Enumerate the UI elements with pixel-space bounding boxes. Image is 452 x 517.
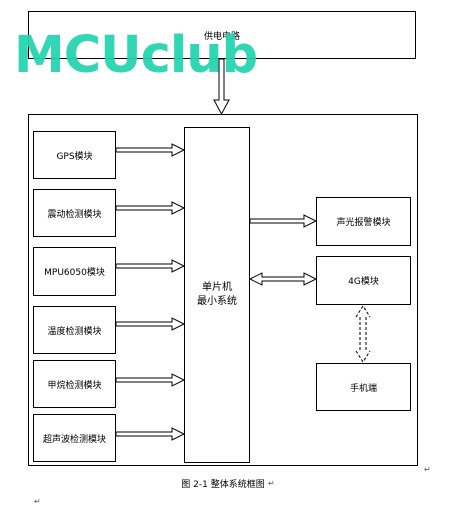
paragraph-mark: ↵ [34, 497, 41, 506]
mcuclub-watermark: MCUclub [14, 26, 258, 85]
mpu6050-module-label: MPU6050模块 [44, 268, 105, 278]
mpu6050-arrow [115, 259, 186, 273]
4g-module-label: 4G模块 [348, 277, 379, 287]
paragraph-mark: ↵ [268, 479, 275, 488]
alarm-module-box: 声光报警模块 [316, 197, 411, 246]
alarm-module-label: 声光报警模块 [336, 218, 391, 228]
methane-arrow [115, 373, 186, 387]
ultrasonic-module-label: 超声波检测模块 [42, 434, 106, 445]
temperature-module-label: 温度检测模块 [47, 326, 102, 337]
4g-module-box: 4G模块 [316, 256, 411, 305]
paragraph-mark: ↵ [424, 465, 431, 474]
power-supply-label: 供电电路 [203, 31, 240, 42]
temperature-arrow [115, 317, 186, 331]
alarm-arrow [249, 214, 318, 228]
gps-module-label: GPS模块 [56, 151, 93, 162]
system-frame [28, 114, 418, 466]
methane-module-label: 甲烷检测模块 [47, 380, 102, 391]
vibration-arrow [115, 201, 186, 215]
vibration-module-box: 震动检测模块 [33, 189, 116, 237]
ultrasonic-module-box: 超声波检测模块 [33, 414, 116, 462]
mcu-line-2: 最小系统 [197, 296, 237, 307]
power-supply-box: 供电电路 [28, 11, 416, 59]
phone-box: 手机端 [316, 363, 411, 411]
gps-module-box: GPS模块 [33, 131, 116, 179]
mpu6050-module-box: MPU6050模块 [33, 247, 116, 296]
mcu-system-box: 单片机 最小系统 [184, 127, 250, 463]
gps-arrow [115, 143, 186, 157]
methane-module-box: 甲烷检测模块 [33, 360, 116, 408]
power-down-arrow [213, 58, 230, 116]
mcu-line-1: 单片机 [202, 282, 232, 293]
figure-caption: 图 2-1 整体系统框图 [181, 480, 265, 490]
ultrasonic-arrow [115, 427, 186, 441]
phone-label: 手机端 [349, 383, 377, 394]
temperature-module-box: 温度检测模块 [33, 306, 116, 354]
vibration-module-label: 震动检测模块 [47, 209, 102, 220]
wireless-link-arrow [355, 305, 371, 363]
mcu-system-text: 单片机 最小系统 [197, 281, 237, 309]
mcu-4g-bidirectional-arrow [248, 272, 318, 286]
